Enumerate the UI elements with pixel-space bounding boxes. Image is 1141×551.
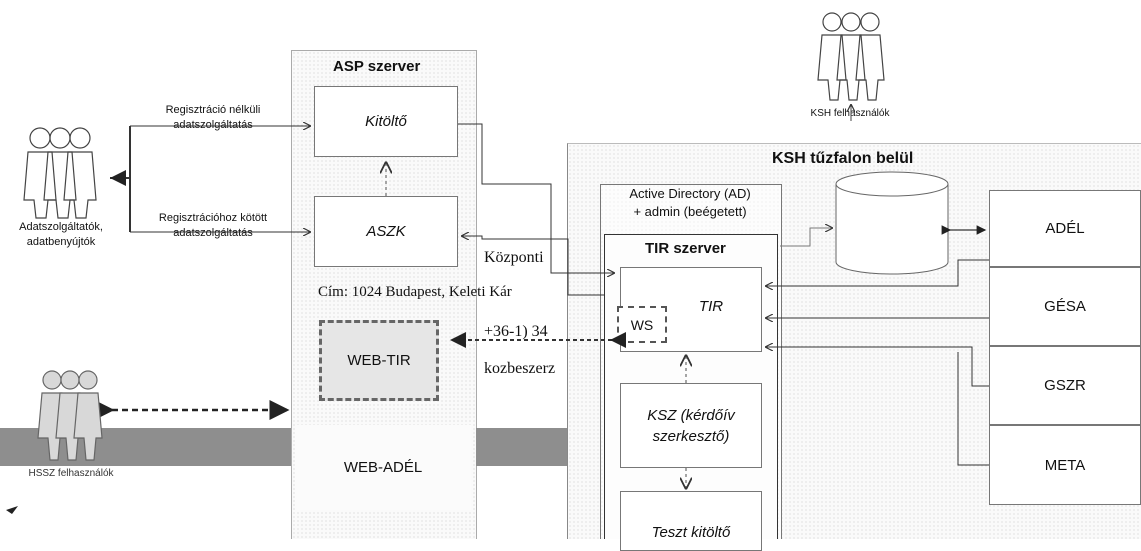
reg-linked-label-1: Regisztrációhoz kötött [158,212,268,224]
hssz-band-left [0,428,291,466]
kitolto-box: Kitöltő [314,86,458,157]
asp-server-title: ASP szerver [333,58,421,75]
hssz-band-right [476,428,567,466]
reg-none-label-1: Regisztráció nélküli [165,104,261,116]
web-tir-box: WEB-TIR [319,320,439,401]
tir-label: TIR [698,298,724,315]
data-providers-label-2: adatbenyújtók [26,236,96,248]
web-tir-label: WEB-TIR [347,352,411,369]
overlay-kozponti: Központi [484,249,544,266]
ksz-box: KSZ (kérdőív szerkesztő) [620,383,762,468]
data-providers-label-1: Adatszolgáltatók, [19,221,103,233]
tir-server-title: TIR szerver [645,240,726,257]
gszr-box: GSZR [989,346,1141,425]
ksz-label-line1: KSZ (kérdőív [647,406,735,424]
web-adel-box: WEB-ADÉL [295,425,471,510]
overlay-email: kozbeszerz [484,360,556,377]
kitolto-label: Kitöltő [365,113,407,130]
adel-label: ADÉL [1045,220,1085,237]
teszt-kitolto-label: Teszt kitöltő [651,524,731,541]
ksh-zone-title: KSH tűzfalon belül [772,150,914,167]
active-directory-line1: Active Directory (AD) [629,186,751,201]
ksh-users-label: KSH felhasználók [810,108,890,119]
overlay-cim: Cím: 1024 Budapest, Keleti Kár [318,284,512,300]
ksh-users-icon [817,12,885,101]
gszr-label: GSZR [1044,377,1086,394]
ws-box: WS [617,306,667,343]
ksz-label-line2: szerkesztő) [652,427,730,445]
adel-box: ADÉL [989,190,1141,267]
meta-label: META [1044,456,1086,474]
reg-linked-label-2: adatszolgáltatás [173,227,253,239]
tir-box: TIR [620,267,762,352]
ws-label: WS [630,316,654,333]
active-directory-line2: + admin (beégetett) [633,204,747,219]
aszk-box: ASZK [314,196,458,267]
teszt-kitolto-box: Teszt kitöltő [620,491,762,551]
gesa-label: GÉSA [1044,298,1086,315]
meta-box: META [989,425,1141,505]
aszk-label: ASZK [366,223,406,240]
overlay-phone: +36-1) 34 [484,323,548,340]
gesa-box: GÉSA [989,267,1141,346]
hssz-users-label: HSSZ felhasználók [28,468,114,479]
data-providers-icon [23,127,97,219]
web-adel-label: WEB-ADÉL [343,459,423,476]
reg-none-label-2: adatszolgáltatás [173,119,253,131]
